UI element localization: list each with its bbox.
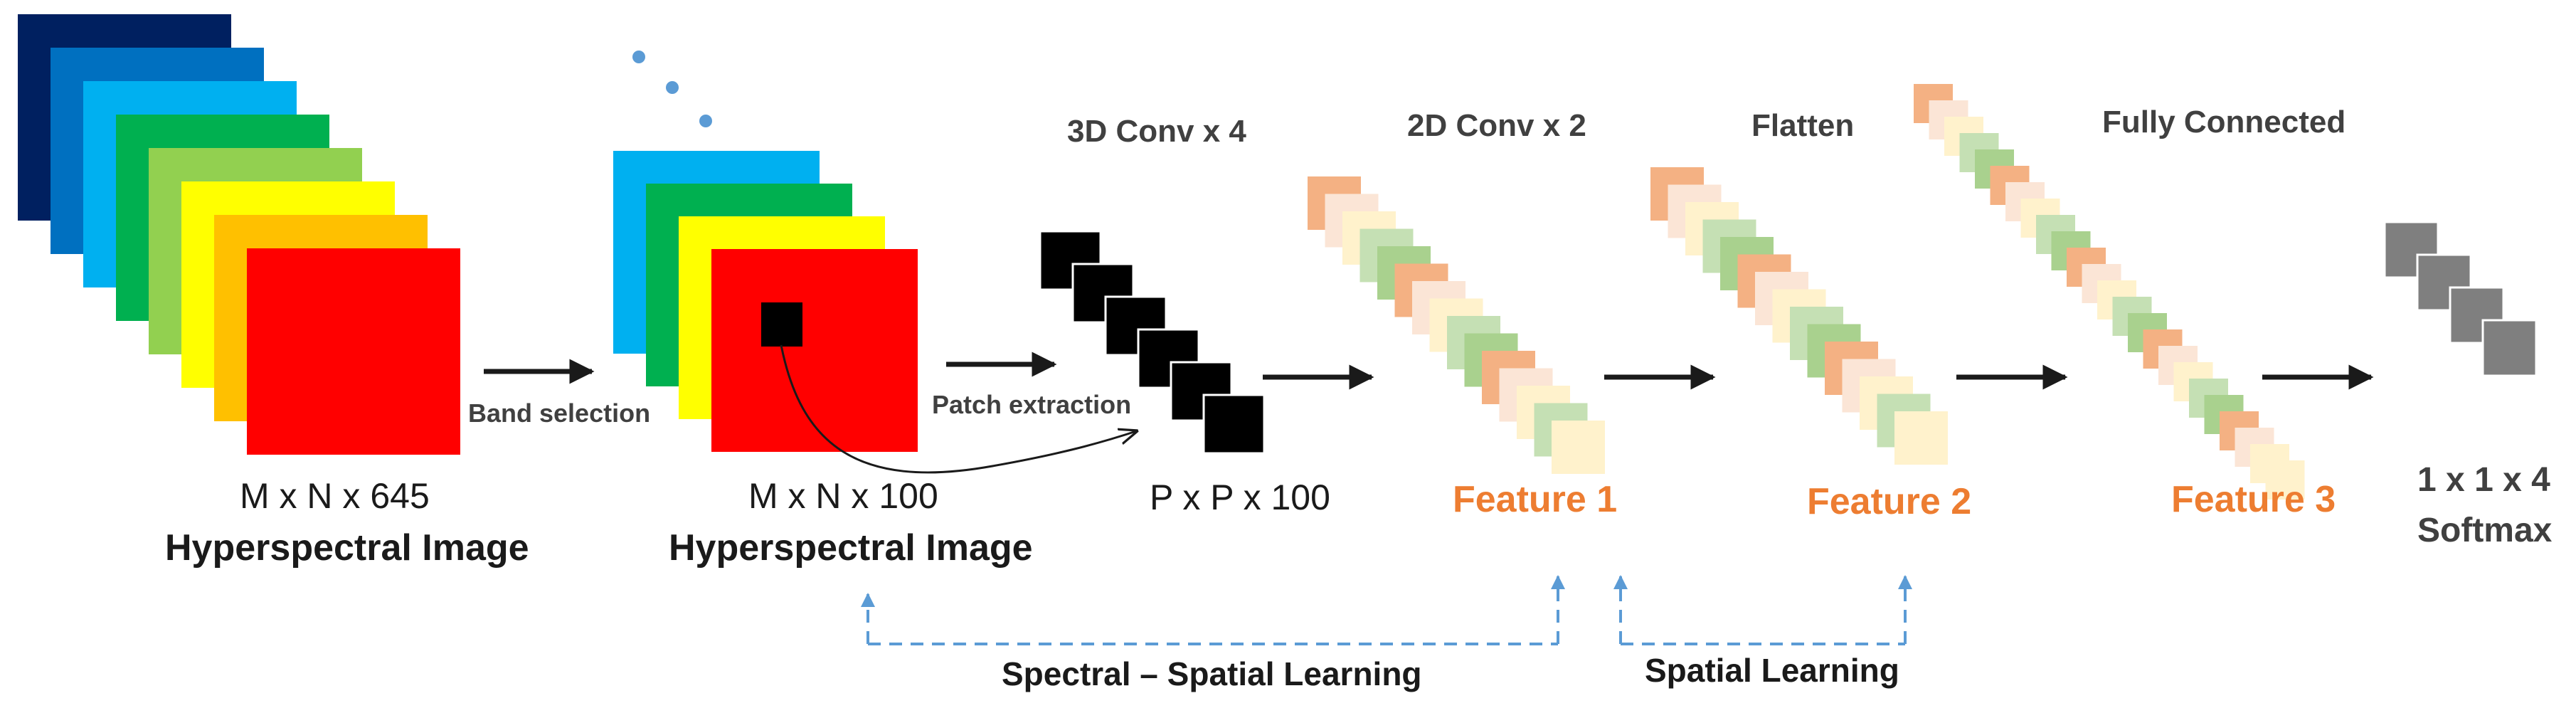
spatial-connector bbox=[1613, 575, 1912, 645]
selected-dims-label: M x N x 100 bbox=[748, 476, 938, 516]
feature1-label: Feature 1 bbox=[1453, 479, 1618, 520]
input-title-label: Hyperspectral Image bbox=[165, 527, 529, 569]
patch-square bbox=[1137, 328, 1200, 389]
patch-marker bbox=[761, 302, 802, 347]
dot bbox=[699, 115, 712, 127]
feature1-tiles bbox=[1308, 176, 1605, 474]
band-selection-label: Band selection bbox=[468, 398, 651, 428]
softmax-output-stack bbox=[2383, 221, 2538, 377]
band-layer bbox=[247, 248, 460, 455]
patch-extraction-label: Patch extraction bbox=[932, 390, 1132, 419]
spectral-spatial-connector bbox=[861, 575, 1565, 645]
flatten-label: Flatten bbox=[1751, 108, 1855, 143]
omitted-bands-dots bbox=[632, 51, 712, 127]
feature3-tiles bbox=[1914, 84, 2305, 500]
patch-dims-label: P x P x 100 bbox=[1150, 477, 1330, 517]
band-layer bbox=[711, 249, 918, 452]
dot bbox=[632, 51, 645, 63]
conv3d-label: 3D Conv x 4 bbox=[1067, 114, 1246, 149]
feature3-label: Feature 3 bbox=[2171, 479, 2336, 520]
conv2d-label: 2D Conv x 2 bbox=[1407, 108, 1586, 143]
output-dims-label: 1 x 1 x 4 bbox=[2417, 461, 2550, 499]
patch-stack bbox=[1039, 230, 1266, 455]
feature-tile bbox=[2265, 460, 2305, 500]
feature-tile bbox=[1552, 421, 1605, 474]
input-band-stack bbox=[18, 14, 460, 455]
output-title-label: Softmax bbox=[2417, 512, 2553, 549]
fc-label: Fully Connected bbox=[2102, 105, 2346, 139]
spectral-spatial-learning-label: Spectral – Spatial Learning bbox=[1002, 655, 1422, 692]
spatial-learning-label: Spatial Learning bbox=[1645, 652, 1899, 689]
output-square bbox=[2481, 319, 2538, 377]
feature2-tiles bbox=[1650, 167, 1948, 465]
selected-band-stack bbox=[613, 151, 918, 452]
patch-extraction-curve bbox=[780, 344, 1138, 474]
feature2-label: Feature 2 bbox=[1807, 481, 1972, 522]
selected-title-label: Hyperspectral Image bbox=[669, 527, 1033, 569]
dot bbox=[666, 81, 679, 94]
feature-tile bbox=[1894, 411, 1948, 465]
patch-square bbox=[1202, 394, 1266, 455]
input-dims-label: M x N x 645 bbox=[240, 476, 430, 516]
